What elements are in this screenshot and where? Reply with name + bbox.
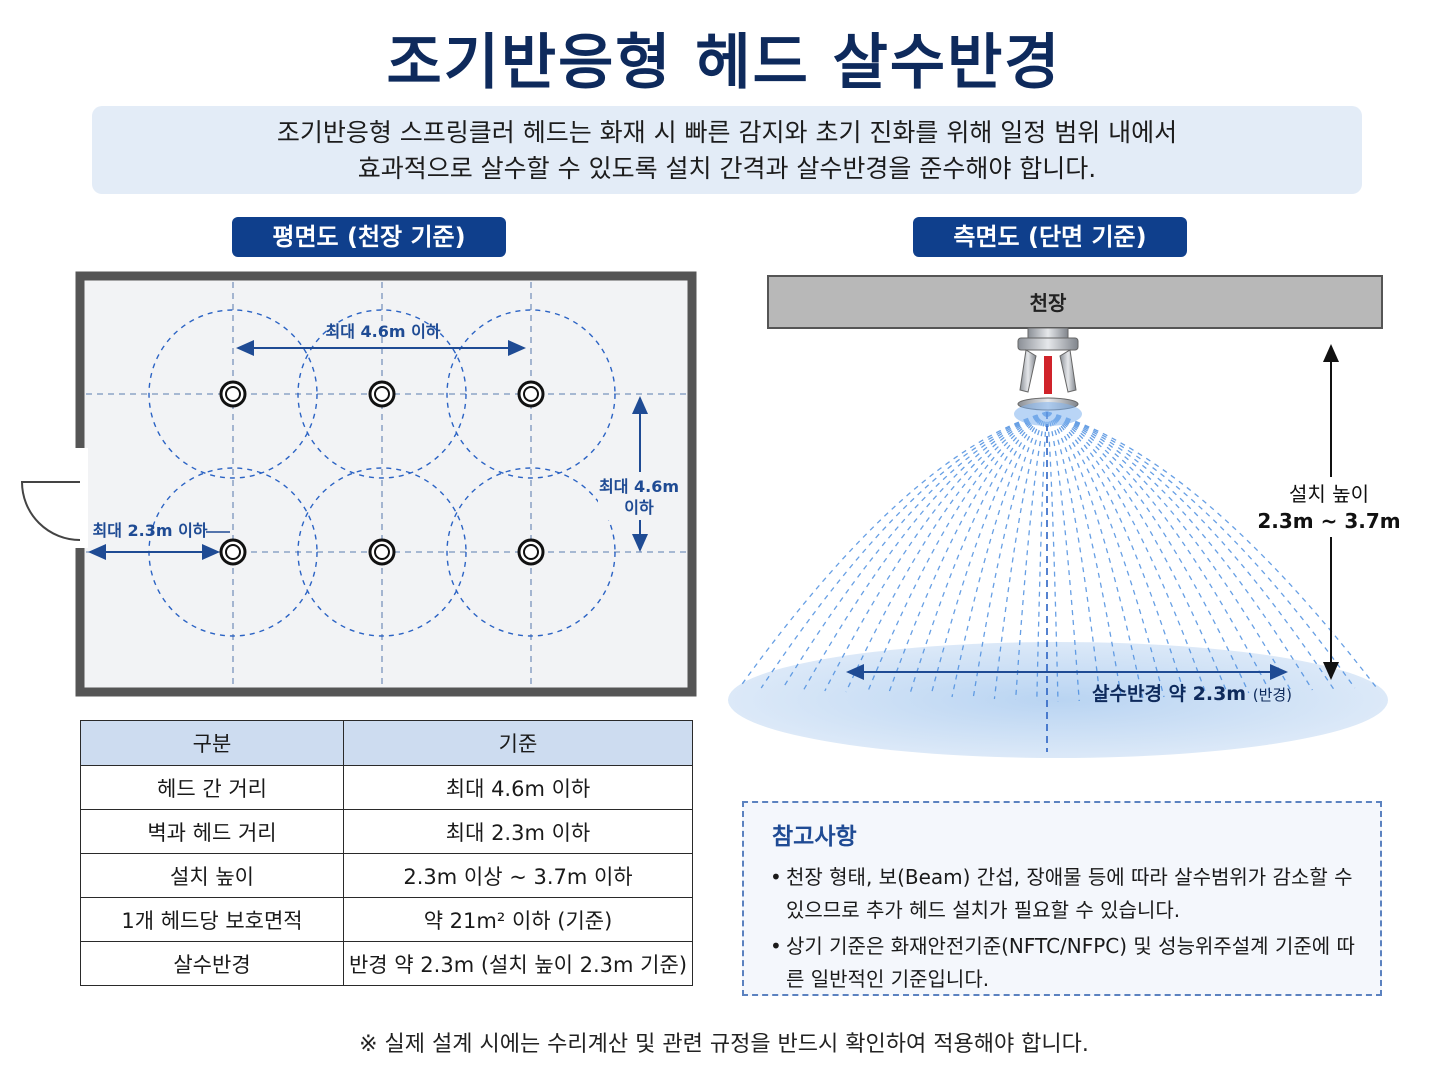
table-cell: 반경 약 2.3m (설치 높이 2.3m 기준): [343, 941, 693, 986]
note-item: 상기 기준은 화재안전기준(NFTC/NFPC) 및 성능위주설계 기준에 따른…: [768, 930, 1356, 996]
sprinkler-head-core: [523, 544, 539, 560]
table-header-standard: 기준: [343, 720, 693, 766]
head-spacing-label: 최대 4.6m 이하: [325, 322, 440, 341]
side-heading: 측면도 (단면 기준): [913, 217, 1187, 257]
table-cell: 1개 헤드당 보호면적: [80, 897, 344, 942]
spray-line: [1046, 411, 1271, 693]
sprinkler-head: [219, 538, 247, 566]
spray-line: [1046, 411, 1102, 701]
spray-line: [993, 411, 1048, 700]
table-cell: 벽과 헤드 거리: [80, 809, 344, 854]
sprinkler-head-core: [374, 544, 390, 560]
door-gap: [74, 448, 88, 548]
table-header-row: 구분 기준: [80, 720, 693, 766]
sprinkler-heads: [219, 380, 545, 566]
ceiling: [767, 275, 1383, 329]
row-spacing-label-2: 이하: [624, 498, 654, 517]
spray-line: [1046, 411, 1208, 696]
spray-line: [1046, 411, 1377, 688]
sprinkler-head-core: [225, 386, 241, 402]
spray-line: [887, 411, 1048, 695]
spray-line: [1046, 411, 1335, 690]
intro-line-2: 효과적으로 살수할 수 있도록 설치 간격과 살수반경을 준수해야 합니다.: [357, 154, 1097, 183]
table-cell: 살수반경: [80, 941, 344, 986]
spray-line: [1046, 411, 1186, 697]
page-title: 조기반응형 헤드 살수반경: [386, 28, 1062, 98]
table-header-category: 구분: [80, 720, 344, 766]
spray-line: [1046, 411, 1059, 703]
table-cell: 설치 높이: [80, 853, 344, 898]
table-cell: 약 21m² 이하 (기준): [343, 897, 693, 942]
intro-line-1: 조기반응형 스프링클러 헤드는 화재 시 빠른 감지와 초기 진화를 위해 일정…: [276, 118, 1178, 147]
row-spacing-label-1: 최대 4.6m: [599, 477, 679, 496]
spray-line: [1046, 411, 1080, 702]
table-cell: 최대 4.6m 이하: [343, 765, 693, 810]
spray-line: [739, 411, 1048, 688]
footer-note: ※ 실제 설계 시에는 수리계산 및 관련 규정을 반드시 확인하여 적용해야 …: [359, 1032, 1089, 1057]
table-cell: 최대 2.3m 이하: [343, 809, 693, 854]
sprinkler-head: [219, 380, 247, 408]
sprinkler-head-core: [523, 386, 539, 402]
notes-list: 천장 형태, 보(Beam) 간섭, 장애물 등에 따라 살수범위가 감소할 수…: [768, 861, 1356, 996]
plan-view: 최대 4.6m 이하 최대 4.6m 이하 최대 2.3m 이하: [20, 271, 697, 697]
spray-line: [908, 411, 1048, 696]
sprinkler-head: [368, 380, 396, 408]
coverage-circles: [148, 309, 616, 637]
notes-box: 참고사항 천장 형태, 보(Beam) 간섭, 장애물 등에 따라 살수범위가 …: [742, 801, 1382, 996]
sprinkler-head: [517, 380, 545, 408]
notes-title: 참고사항: [772, 824, 857, 850]
spray-line: [1046, 411, 1250, 694]
spray-line: [1046, 411, 1144, 699]
spray-line: [1046, 411, 1229, 695]
ceiling-label: 천장: [1030, 291, 1067, 315]
sprinkler-head: [517, 538, 545, 566]
spray-line: [803, 411, 1048, 691]
note-item: 천장 형태, 보(Beam) 간섭, 장애물 등에 따라 살수범위가 감소할 수…: [768, 861, 1356, 927]
sprinkler-head-core: [225, 544, 241, 560]
spray-line: [866, 411, 1048, 694]
spray-line: [1036, 411, 1048, 702]
spray-line: [1014, 411, 1048, 701]
table-cell: 2.3m 이상 ~ 3.7m 이하: [343, 853, 693, 898]
spray-line: [845, 411, 1048, 693]
wall-distance-label: 최대 2.3m 이하: [92, 521, 207, 540]
spray-line: [760, 411, 1048, 689]
spray-line: [951, 411, 1048, 698]
door-swing: [20, 481, 81, 541]
height-label-2: 2.3m ~ 3.7m: [1257, 509, 1400, 533]
sprinkler-head: [368, 538, 396, 566]
sprinkler-head-core: [374, 386, 390, 402]
spray-line: [1046, 411, 1292, 692]
side-view: 천장 설치 높이 2.3m ~ 3.7m 살수반경 약 2.3m (반경): [728, 275, 1400, 758]
spray-line: [1046, 411, 1356, 689]
intro-box: 조기반응형 스프링클러 헤드는 화재 시 빠른 감지와 초기 진화를 위해 일정…: [92, 106, 1362, 194]
spray-lines: [739, 411, 1377, 703]
sprinkler-head-side: [1014, 327, 1082, 426]
plan-heading: 평면도 (천장 기준): [232, 217, 506, 257]
radius-label: 살수반경 약 2.3m (반경): [1092, 683, 1292, 705]
spray-line: [824, 411, 1048, 692]
table-cell: 헤드 간 거리: [80, 765, 344, 810]
height-label-1: 설치 높이: [1289, 482, 1369, 506]
